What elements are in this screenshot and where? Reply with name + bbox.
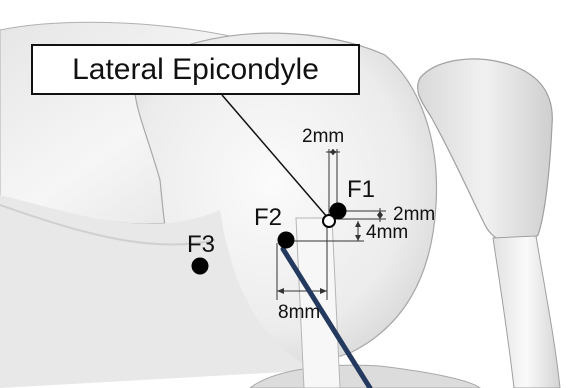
- patella: [418, 59, 553, 244]
- dim-label-top: 2mm: [302, 127, 344, 146]
- point-marker-F2: [278, 232, 295, 249]
- dim-label-bottom: 8mm: [278, 303, 320, 322]
- point-label-F1: F1: [347, 178, 375, 202]
- point-label-F3: F3: [187, 233, 215, 257]
- point-marker-F3: [192, 258, 209, 275]
- point-label-F2: F2: [254, 206, 282, 230]
- lateral-epicondyle-marker: [323, 215, 335, 227]
- dim-label-right-lower: 4mm: [366, 223, 408, 242]
- callout-text: Lateral Epicondyle: [72, 53, 319, 87]
- callout-box: Lateral Epicondyle: [31, 44, 360, 95]
- patellar-tendon: [493, 236, 560, 388]
